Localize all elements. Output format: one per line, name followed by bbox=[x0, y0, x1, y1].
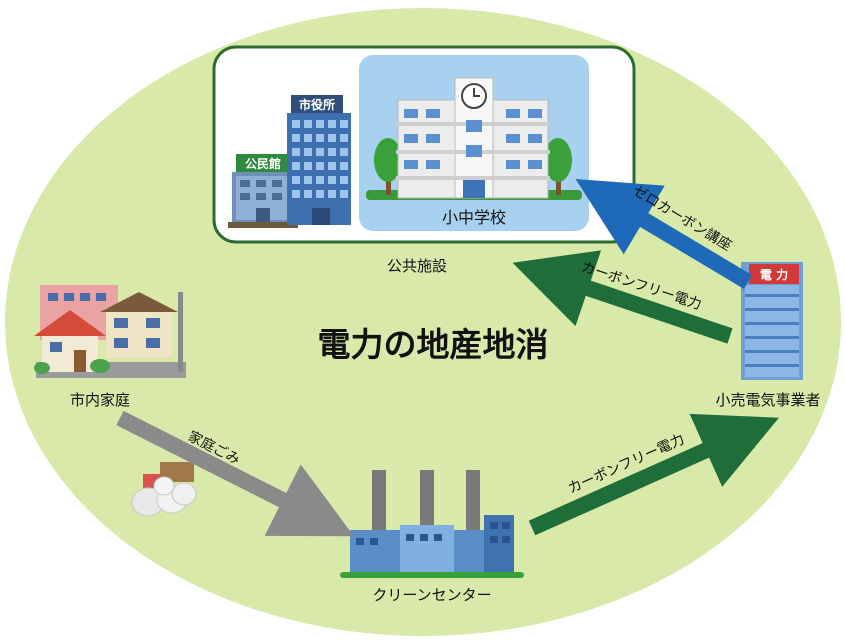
households-icon bbox=[34, 285, 186, 378]
households-label: 市内家庭 bbox=[70, 391, 130, 409]
city-hall-label: 市役所 bbox=[299, 97, 335, 112]
city-hall-icon bbox=[287, 95, 351, 225]
arrow-zero-carbon-course bbox=[575, 179, 753, 289]
arrow-cf-power-to-retailer bbox=[528, 413, 779, 536]
community-center-label: 公民館 bbox=[245, 156, 281, 171]
school-label: 小中学校 bbox=[442, 208, 506, 227]
arrow-household-garbage bbox=[116, 410, 354, 537]
school-icon bbox=[366, 77, 582, 200]
clean-center-label: クリーンセンター bbox=[372, 586, 491, 604]
retailer-label: 小売電気事業者 bbox=[715, 391, 820, 409]
retailer-sign: 電 力 bbox=[760, 267, 788, 282]
clean-center-icon bbox=[340, 470, 524, 578]
garbage-bags-icon bbox=[131, 462, 197, 517]
community-center-icon bbox=[228, 154, 298, 228]
public-facilities-label: 公共施設 bbox=[387, 257, 447, 275]
arrow-cf-power-to-public bbox=[512, 250, 733, 344]
public-facilities-group: 公民館 市役所 bbox=[212, 45, 636, 244]
retailer-icon bbox=[741, 262, 803, 380]
main-title: 電力の地産地消 bbox=[318, 325, 549, 364]
